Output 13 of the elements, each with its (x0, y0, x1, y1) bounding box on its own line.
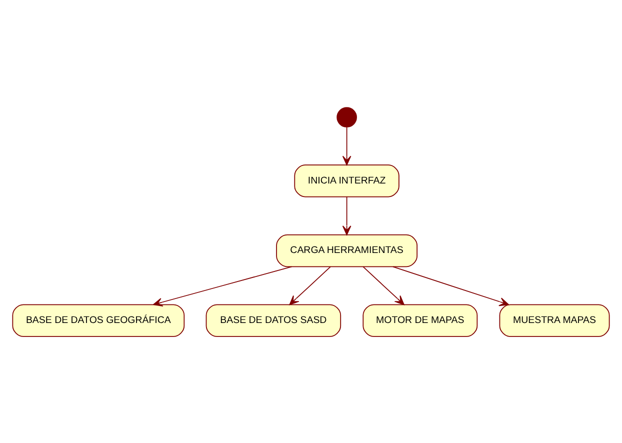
arrow (152, 266, 292, 306)
node-box: CARGA HERRAMIENTAS (276, 234, 418, 267)
node-box: MUESTRA MAPAS (499, 304, 610, 336)
node-box: BASE DE DATOS GEOGRÁFICA (12, 304, 185, 336)
node-box: MOTOR DE MAPAS (362, 304, 478, 336)
arrow (392, 266, 509, 306)
node-box: BASE DE DATOS SASD (206, 304, 342, 336)
arrow (362, 266, 404, 305)
node-circle (336, 106, 357, 127)
node-box: INICIA INTERFAZ (294, 164, 400, 197)
arrow (342, 196, 352, 235)
arrow (289, 266, 331, 305)
arrow (342, 126, 352, 165)
